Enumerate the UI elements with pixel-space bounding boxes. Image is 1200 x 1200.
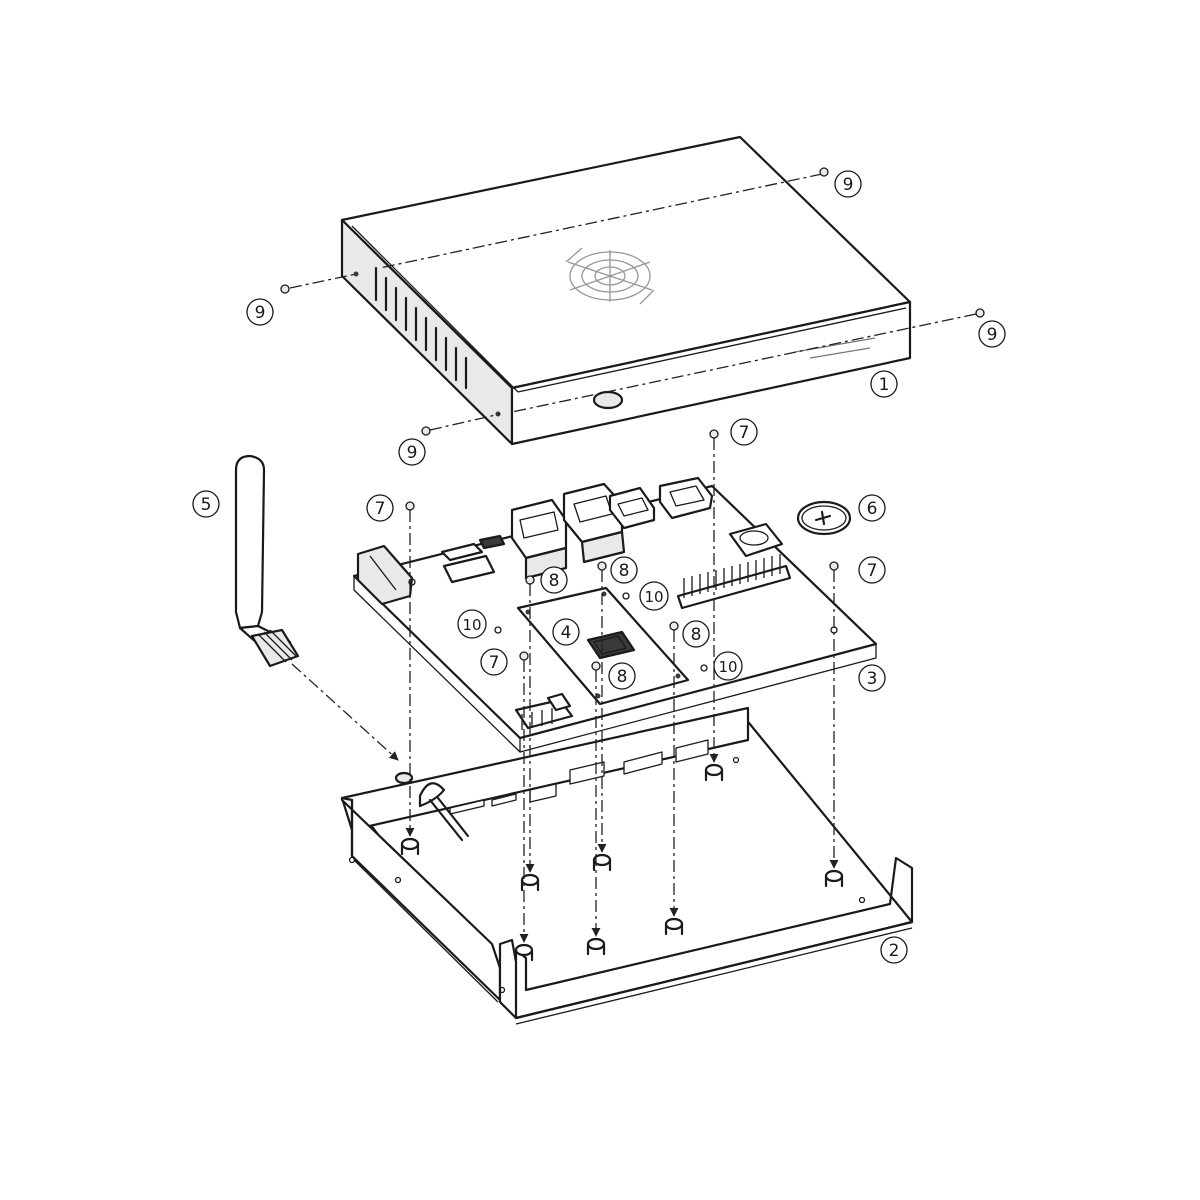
board-screw-icon	[405, 501, 415, 511]
svg-text:10: 10	[644, 588, 663, 606]
cover-screw-icon	[280, 284, 290, 294]
mount-hole-icon	[494, 626, 502, 634]
svg-text:8: 8	[617, 667, 628, 687]
battery-holder	[728, 522, 784, 558]
callout-cover-screw: 9	[246, 298, 274, 326]
heatsink-chip-part	[516, 586, 690, 706]
svg-text:9: 9	[407, 443, 418, 463]
callout-board-screw: 7	[480, 648, 508, 676]
mount-hole-icon	[622, 592, 630, 600]
board-screw-icon	[709, 429, 719, 439]
callout-main-board: 3	[858, 664, 886, 692]
svg-text:10: 10	[718, 658, 737, 676]
cover-screw-icon	[421, 426, 431, 436]
svg-text:5: 5	[201, 495, 212, 515]
screw-heads	[405, 429, 839, 671]
svg-text:7: 7	[739, 423, 750, 443]
callout-cover-screw: 9	[834, 170, 862, 198]
callout-board-screw: 7	[730, 418, 758, 446]
standoff-screw-icon	[597, 561, 607, 571]
board-screw-icon	[829, 561, 839, 571]
svg-text:9: 9	[843, 175, 854, 195]
callout-bottom-tray: 2	[880, 936, 908, 964]
svg-text:9: 9	[255, 303, 266, 323]
hdmi-port	[608, 486, 656, 530]
svg-text:3: 3	[867, 669, 878, 689]
svg-text:10: 10	[462, 616, 481, 634]
svg-text:7: 7	[489, 653, 500, 673]
svg-text:8: 8	[691, 625, 702, 645]
cover-screw-icon	[819, 167, 829, 177]
serial-port	[658, 476, 714, 520]
main-board-part	[352, 476, 878, 753]
mount-hole-icon	[700, 664, 708, 672]
callout-top-cover: 1	[870, 370, 898, 398]
callout-board-screw: 7	[858, 556, 886, 584]
svg-text:2: 2	[889, 941, 900, 961]
svg-text:7: 7	[375, 499, 386, 519]
callout-heatsink-chip: 4	[552, 618, 580, 646]
callout-mount-hole: 10	[639, 581, 669, 611]
antenna-part	[234, 454, 399, 761]
standoff-screw-icon	[669, 621, 679, 631]
svg-text:8: 8	[619, 561, 630, 581]
callout-mount-hole: 10	[713, 651, 743, 681]
callout-standoff-screw: 8	[540, 566, 568, 594]
svg-text:7: 7	[867, 561, 878, 581]
cover-vent-slots	[374, 266, 468, 390]
screw-drop-lines	[405, 438, 839, 943]
board-screw-icon	[519, 651, 529, 661]
callout-standoff-screw: 8	[608, 662, 636, 690]
svg-text:9: 9	[987, 325, 998, 345]
bottom-tray-part	[340, 706, 914, 1025]
callout-cover-screw: 9	[978, 320, 1006, 348]
standoff-screw-icon	[591, 661, 601, 671]
callout-standoff-screw: 8	[682, 620, 710, 648]
svg-text:8: 8	[549, 571, 560, 591]
svg-text:4: 4	[561, 623, 572, 643]
callout-coin-battery: 6	[858, 494, 886, 522]
callout-antenna: 5	[192, 490, 220, 518]
callout-mount-hole: 10	[457, 609, 487, 639]
standoff-screw-icon	[525, 575, 535, 585]
coin-battery-part	[796, 500, 852, 536]
fan-grille-icon	[565, 247, 655, 305]
callout-labels: 1 2 3 4 5 6 7 7 7 7 8	[192, 170, 1006, 964]
cover-screw-lines	[280, 167, 985, 436]
tray-standoffs	[400, 763, 844, 962]
callout-cover-screw: 9	[398, 438, 426, 466]
top-cover-part	[340, 135, 912, 446]
svg-text:6: 6	[867, 499, 878, 519]
callout-board-screw: 7	[366, 494, 394, 522]
gpio-header	[676, 554, 792, 610]
callout-standoff-screw: 8	[610, 556, 638, 584]
svg-text:1: 1	[879, 375, 890, 395]
cover-screw-icon	[975, 308, 985, 318]
